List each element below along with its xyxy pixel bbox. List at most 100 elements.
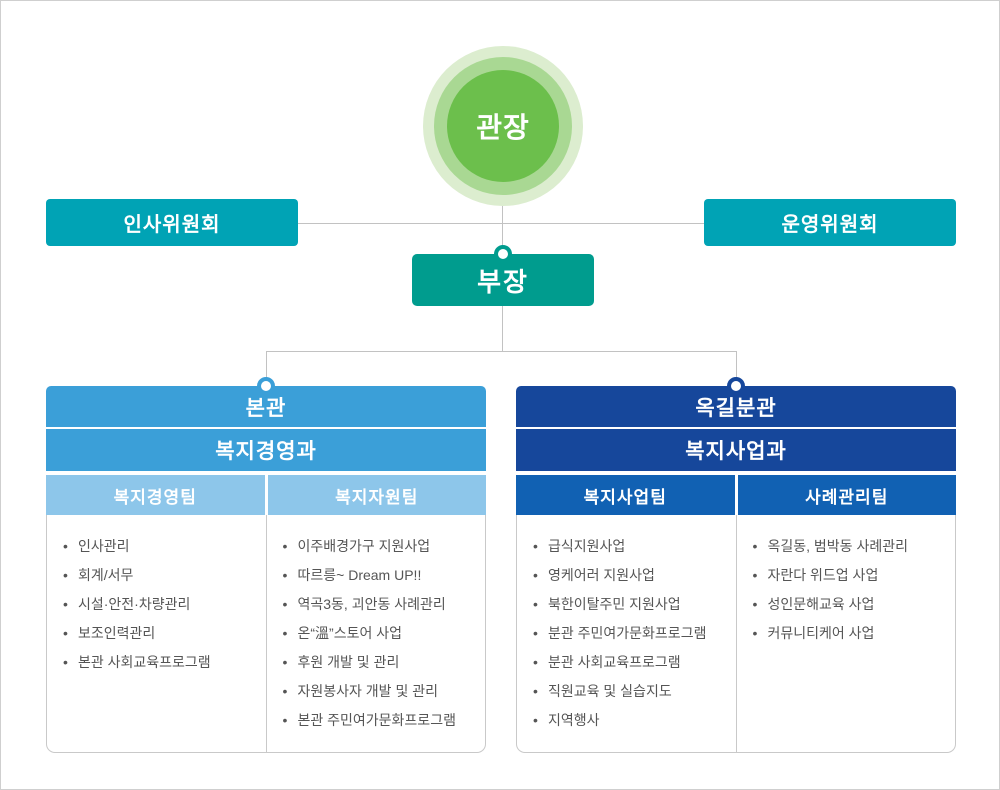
list-item-label: 후원 개발 및 관리	[297, 654, 400, 670]
bullet-icon: •	[63, 538, 68, 554]
bullet-icon: •	[533, 683, 538, 699]
manager-label: 부장	[477, 266, 529, 297]
list-item: •온“溫”스토어 사업	[283, 619, 478, 648]
team-header-row: 복지사업팀 사례관리팀	[516, 475, 956, 515]
division-header-main: 복지경영과	[46, 429, 486, 471]
list-item-label: 본관 사회교육프로그램	[78, 654, 211, 670]
list-item-label: 온“溫”스토어 사업	[297, 625, 403, 641]
list-item-label: 따르릉~ Dream UP!!	[297, 567, 422, 583]
list-item: • 옥길동, 범박동 사례관리	[753, 532, 948, 561]
list-item: • 후원 개발 및 관리	[283, 648, 478, 677]
team-header-row: 복지경영팀 복지자원팀	[46, 475, 486, 515]
bullet-icon: •	[282, 683, 288, 699]
director-node: 관장	[423, 46, 583, 206]
team-label: 사례관리팀	[805, 487, 889, 507]
list-item-label: 이주배경가구 지원사업	[297, 538, 431, 554]
list-item-label: 시설·안전·차량관리	[78, 596, 191, 612]
bullet-icon: •	[282, 712, 288, 728]
list-item-label: 보조인력관리	[78, 625, 156, 641]
list-item-label: 급식지원사업	[548, 538, 626, 554]
bullet-icon: •	[533, 538, 538, 554]
bullet-icon: •	[282, 538, 288, 554]
team-header-case-management: 사례관리팀	[737, 475, 956, 515]
building-label: 옥길분관	[695, 396, 777, 420]
bullet-icon: •	[282, 654, 288, 670]
team-list-welfare-business: • 급식지원사업 • 영케어러 지원사업 • 북한이탈주민 지원사업 • 분관 주민여가…	[517, 515, 737, 752]
director-label: 관장	[476, 112, 530, 143]
list-item-label: 본관 주민여가문화프로그램	[297, 712, 456, 728]
team-label: 복지자원팀	[335, 487, 419, 507]
team-header-welfare-management: 복지경영팀	[46, 475, 265, 515]
connector-line-split	[266, 351, 736, 352]
list-item: • 분관 주민여가문화프로그램	[533, 619, 728, 648]
bullet-icon: •	[282, 567, 288, 583]
list-item-label: 역곡3동, 괴안동 사례관리	[297, 596, 446, 612]
connector-dot-manager	[494, 245, 512, 263]
division-header-okgil: 복지사업과	[516, 429, 956, 471]
list-item: • 자원봉사자 개발 및 관리	[283, 677, 478, 706]
team-lists-main: • 인사관리 •회계/서무 • 시설·안전·차량관리 • 보조인력관리 • 본관 사회교…	[46, 515, 486, 753]
team-label: 복지사업팀	[583, 487, 667, 507]
connector-dot-main-building	[257, 377, 275, 395]
list-item: • 역곡3동, 괴안동 사례관리	[283, 590, 478, 619]
list-item: •커뮤니티케어 사업	[753, 619, 948, 648]
list-item-label: 성인문해교육 사업	[767, 596, 875, 612]
division-label: 복지경영과	[215, 440, 317, 463]
bullet-icon: •	[752, 538, 758, 554]
list-item: •회계/서무	[63, 561, 258, 590]
director-circle: 관장	[447, 70, 559, 182]
connector-line-director	[502, 206, 503, 254]
list-item-label: 영케어러 지원사업	[548, 567, 655, 583]
bullet-icon: •	[63, 567, 68, 583]
operating-committee-label: 운영위원회	[781, 214, 879, 236]
list-item-label: 인사관리	[78, 538, 130, 554]
team-header-welfare-business: 복지사업팀	[516, 475, 735, 515]
panel-okgil-branch: 옥길분관 복지사업과 복지사업팀 사례관리팀 • 급식지원사업 • 영케어러 지원사…	[516, 386, 956, 753]
list-item-label: 옥길동, 범박동 사례관리	[767, 538, 908, 554]
list-item: •지역행사	[533, 706, 728, 735]
list-item: •분관 사회교육프로그램	[533, 648, 728, 677]
bullet-icon: •	[752, 567, 758, 583]
connector-dot-okgil-branch	[727, 377, 745, 395]
list-item: • 이주배경가구 지원사업	[283, 532, 478, 561]
bullet-icon: •	[752, 596, 758, 612]
bullet-icon: •	[63, 596, 68, 612]
list-item: • 본관 주민여가문화프로그램	[283, 706, 478, 735]
bullet-icon: •	[533, 596, 538, 612]
list-item-label: 직원교육 및 실습지도	[548, 683, 672, 699]
team-list-case-management: • 옥길동, 범박동 사례관리 • 자란다 위드업 사업 • 성인문해교육 사업 •커…	[737, 515, 956, 752]
personnel-committee-box: 인사위원회	[46, 199, 298, 246]
list-item: • 북한이탈주민 지원사업	[533, 590, 728, 619]
building-label: 본관	[245, 396, 287, 420]
director-ring: 관장	[434, 57, 572, 195]
list-item: • 인사관리	[63, 532, 258, 561]
connector-line-right-drop	[736, 351, 737, 386]
team-list-welfare-resources: • 이주배경가구 지원사업 • 따르릉~ Dream UP!! • 역곡3동, 괴안동…	[267, 515, 486, 752]
list-item: • 본관 사회교육프로그램	[63, 648, 258, 677]
list-item: • 보조인력관리	[63, 619, 258, 648]
bullet-icon: •	[63, 625, 68, 641]
list-item-label: 분관 주민여가문화프로그램	[548, 625, 707, 641]
bullet-icon: •	[752, 625, 758, 641]
team-list-welfare-management: • 인사관리 •회계/서무 • 시설·안전·차량관리 • 보조인력관리 • 본관 사회교…	[47, 515, 267, 752]
division-label: 복지사업과	[685, 440, 787, 463]
team-label: 복지경영팀	[113, 487, 197, 507]
list-item: • 영케어러 지원사업	[533, 561, 728, 590]
list-item: • 따르릉~ Dream UP!!	[283, 561, 478, 590]
bullet-icon: •	[533, 625, 538, 641]
bullet-icon: •	[533, 567, 538, 583]
team-header-welfare-resources: 복지자원팀	[267, 475, 486, 515]
bullet-icon: •	[282, 596, 288, 612]
personnel-committee-label: 인사위원회	[123, 214, 221, 236]
panel-main-building: 본관 복지경영과 복지경영팀 복지자원팀 • 인사관리 •회계/서무 • 시설·안전…	[46, 386, 486, 753]
bullet-icon: •	[63, 654, 68, 670]
bullet-icon: •	[533, 654, 538, 670]
list-item-label: 자원봉사자 개발 및 관리	[297, 683, 438, 699]
connector-line-manager-down	[502, 306, 503, 351]
list-item: • 자란다 위드업 사업	[753, 561, 948, 590]
list-item-label: 자란다 위드업 사업	[767, 567, 879, 583]
list-item-label: 지역행사	[548, 712, 600, 728]
list-item: • 시설·안전·차량관리	[63, 590, 258, 619]
list-item-label: 북한이탈주민 지원사업	[548, 596, 681, 612]
